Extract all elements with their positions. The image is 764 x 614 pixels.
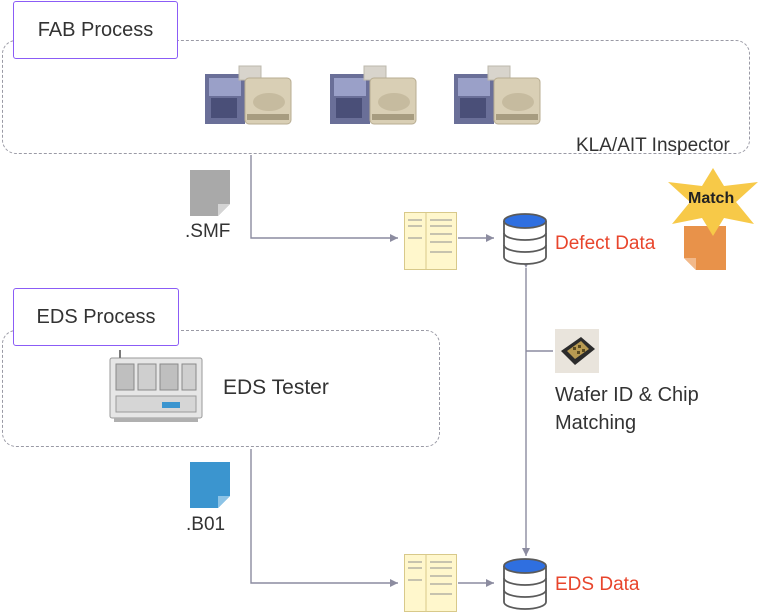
gray-file-icon (190, 170, 230, 216)
eds-process-container (2, 330, 440, 447)
fab-to-defect-connector (250, 155, 398, 242)
eds-to-edsdata-connector (250, 449, 398, 587)
defect-database-icon (503, 213, 547, 265)
eds-server-icon (404, 554, 457, 612)
eds-database-icon (503, 558, 547, 610)
inspector-machine-3 (454, 65, 541, 125)
matching-label-line1: Wafer ID & Chip (555, 384, 699, 406)
eds-data-label: EDS Data (555, 574, 640, 595)
inspector-machine-2 (330, 65, 417, 125)
smf-file-label: .SMF (185, 221, 231, 242)
match-badge-label: Match (688, 190, 735, 207)
inspector-label: KLA/AIT Inspector (576, 135, 730, 156)
inspector-machine-1 (205, 65, 292, 125)
eds-tester-label: EDS Tester (223, 376, 329, 399)
match-star-icon (668, 168, 758, 236)
orange-file-icon (684, 226, 726, 270)
fab-process-container (2, 40, 750, 154)
defect-server-icon (404, 212, 457, 270)
fab-process-title: FAB Process (13, 1, 178, 59)
defect-data-label: Defect Data (555, 233, 656, 254)
blue-file-icon (190, 462, 230, 508)
matching-label-line2: Matching (555, 412, 637, 434)
eds-tester-machine (109, 350, 203, 422)
wafer-chip-icon (555, 329, 599, 373)
b01-file-label: .B01 (186, 514, 226, 535)
eds-process-title: EDS Process (13, 288, 179, 346)
